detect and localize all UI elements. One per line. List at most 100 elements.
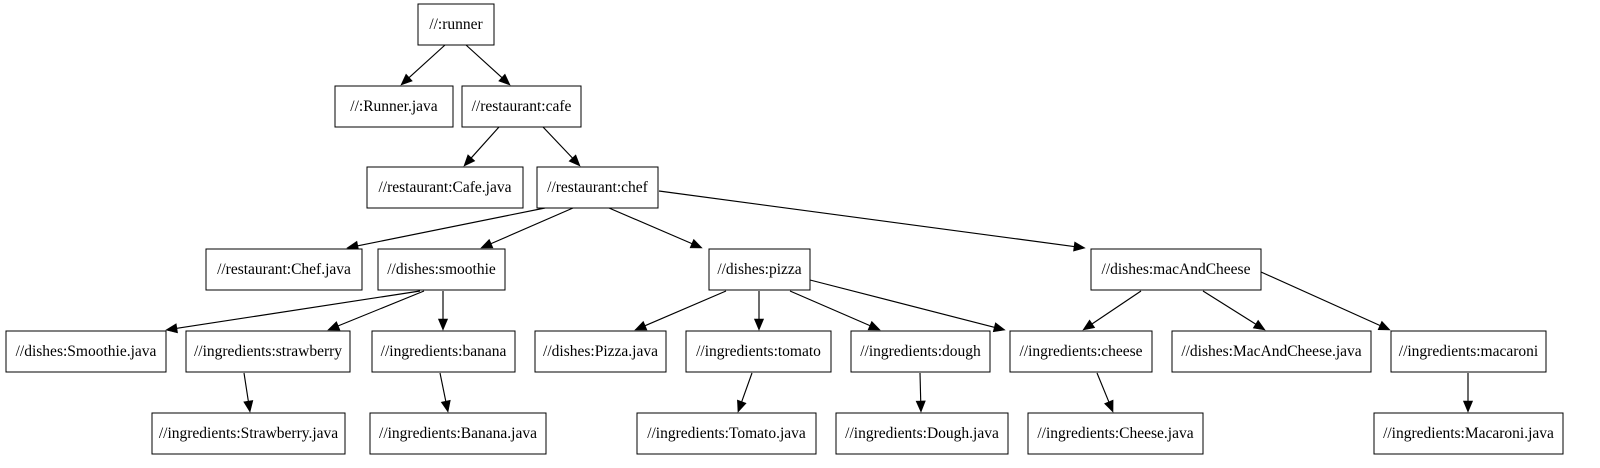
graph-node-runner[interactable]: //:runner <box>417 3 495 46</box>
edge-arrowhead <box>327 321 341 331</box>
node-box[interactable] <box>371 330 516 373</box>
edge-line <box>176 290 421 329</box>
node-box[interactable] <box>1027 412 1204 455</box>
graph-node-chef_java[interactable]: //restaurant:Chef.java <box>205 248 363 291</box>
edge-line <box>542 126 573 159</box>
graph-edge <box>737 372 753 413</box>
graph-node-macaroni_java[interactable]: //ingredients:Macaroni.java <box>1373 412 1564 455</box>
graph-node-banana_java[interactable]: //ingredients:Banana.java <box>369 412 547 455</box>
graph-node-cheese_java[interactable]: //ingredients:Cheese.java <box>1027 412 1204 455</box>
graph-edge <box>400 44 446 86</box>
edge-arrowhead <box>437 318 449 331</box>
graph-edge <box>1202 290 1266 331</box>
node-label: //dishes:pizza <box>717 261 801 278</box>
edge-arrowhead <box>463 154 476 167</box>
node-box[interactable] <box>835 412 1009 455</box>
node-label: //ingredients:macaroni <box>1399 343 1539 360</box>
node-box[interactable] <box>1390 330 1547 373</box>
graph-node-strawberry[interactable]: //ingredients:strawberry <box>185 330 351 373</box>
graph-node-tomato_java[interactable]: //ingredients:Tomato.java <box>636 412 817 455</box>
node-box[interactable] <box>5 330 167 373</box>
node-label: //dishes:MacAndCheese.java <box>1181 343 1361 360</box>
graph-edge <box>809 279 1006 333</box>
node-box[interactable] <box>185 330 351 373</box>
node-label: //ingredients:Banana.java <box>379 425 537 442</box>
node-box[interactable] <box>1373 412 1564 455</box>
edge-arrowhead <box>737 399 747 413</box>
nodes-layer: //:runner //:Runner.java//restaurant:cafe… <box>5 3 1564 455</box>
node-box[interactable] <box>536 166 659 209</box>
edge-line <box>408 44 446 79</box>
graph-node-pizza_java[interactable]: //dishes:Pizza.java <box>534 330 667 373</box>
graph-node-cafe[interactable]: //restaurant:cafe <box>461 85 582 128</box>
edge-line <box>1202 290 1256 325</box>
edge-line <box>644 290 727 327</box>
node-label: //dishes:Smoothie.java <box>16 343 157 360</box>
graph-node-macaroni[interactable]: //ingredients:macaroni <box>1390 330 1547 373</box>
edge-line <box>809 279 995 328</box>
node-box[interactable] <box>377 248 506 291</box>
node-box[interactable] <box>369 412 547 455</box>
edge-arrowhead <box>689 238 703 249</box>
edge-arrowhead <box>400 73 413 86</box>
edge-line <box>357 207 546 247</box>
node-box[interactable] <box>461 85 582 128</box>
edge-arrowhead <box>992 322 1006 333</box>
node-box[interactable] <box>1171 330 1372 373</box>
node-label: //ingredients:Strawberry.java <box>159 425 338 442</box>
graph-node-banana[interactable]: //ingredients:banana <box>371 330 516 373</box>
graph-node-cafe_java[interactable]: //restaurant:Cafe.java <box>366 166 524 209</box>
graph-node-runner_java[interactable]: //:Runner.java <box>334 85 454 128</box>
edge-arrowhead <box>1377 320 1391 331</box>
graph-node-macandcheese[interactable]: //dishes:macAndCheese <box>1090 248 1262 291</box>
node-box[interactable] <box>1009 330 1153 373</box>
node-box[interactable] <box>205 248 363 291</box>
node-label: //restaurant:Cafe.java <box>379 179 512 196</box>
graph-edge <box>542 126 581 167</box>
node-label: //ingredients:cheese <box>1019 343 1142 360</box>
graph-edge <box>753 291 765 331</box>
node-box[interactable] <box>334 85 454 128</box>
graph-node-dough_java[interactable]: //ingredients:Dough.java <box>835 412 1009 455</box>
node-box[interactable] <box>636 412 817 455</box>
node-box[interactable] <box>534 330 667 373</box>
edge-arrowhead <box>634 320 648 331</box>
node-label: //:runner <box>429 16 483 33</box>
node-box[interactable] <box>151 412 346 455</box>
graph-node-smoothie_java[interactable]: //dishes:Smoothie.java <box>5 330 167 373</box>
graph-node-chef[interactable]: //restaurant:chef <box>536 166 659 209</box>
node-label: //ingredients:dough <box>860 343 981 360</box>
node-label: //ingredients:strawberry <box>194 343 342 360</box>
graph-edge <box>463 126 500 167</box>
node-label: //restaurant:chef <box>547 179 649 196</box>
edge-arrowhead <box>1073 241 1086 252</box>
node-box[interactable] <box>366 166 524 209</box>
edge-arrowhead <box>480 238 494 249</box>
node-label: //ingredients:Cheese.java <box>1037 425 1193 442</box>
graph-node-macandcheese_java[interactable]: //dishes:MacAndCheese.java <box>1171 330 1372 373</box>
graph-node-smoothie[interactable]: //dishes:smoothie <box>377 248 506 291</box>
node-label: //dishes:Pizza.java <box>543 343 658 360</box>
node-box[interactable] <box>708 248 811 291</box>
edge-line <box>490 207 574 245</box>
graph-node-cheese[interactable]: //ingredients:cheese <box>1009 330 1153 373</box>
edge-arrowhead <box>165 323 178 334</box>
graph-edge <box>915 372 926 413</box>
node-label: //ingredients:Macaroni.java <box>1383 425 1554 442</box>
graph-node-pizza[interactable]: //dishes:pizza <box>708 248 811 291</box>
node-box[interactable] <box>417 3 495 46</box>
node-box[interactable] <box>685 330 832 373</box>
graph-node-dough[interactable]: //ingredients:dough <box>850 330 991 373</box>
node-box[interactable] <box>1090 248 1262 291</box>
edge-line <box>789 290 871 327</box>
graph-node-tomato[interactable]: //ingredients:tomato <box>685 330 832 373</box>
node-box[interactable] <box>850 330 991 373</box>
node-label: //ingredients:tomato <box>696 343 821 360</box>
edge-line <box>608 207 693 245</box>
edge-line <box>1096 372 1110 403</box>
graph-node-strawberry_java[interactable]: //ingredients:Strawberry.java <box>151 412 346 455</box>
graph-edge <box>437 291 449 331</box>
graph-edge <box>327 290 425 331</box>
